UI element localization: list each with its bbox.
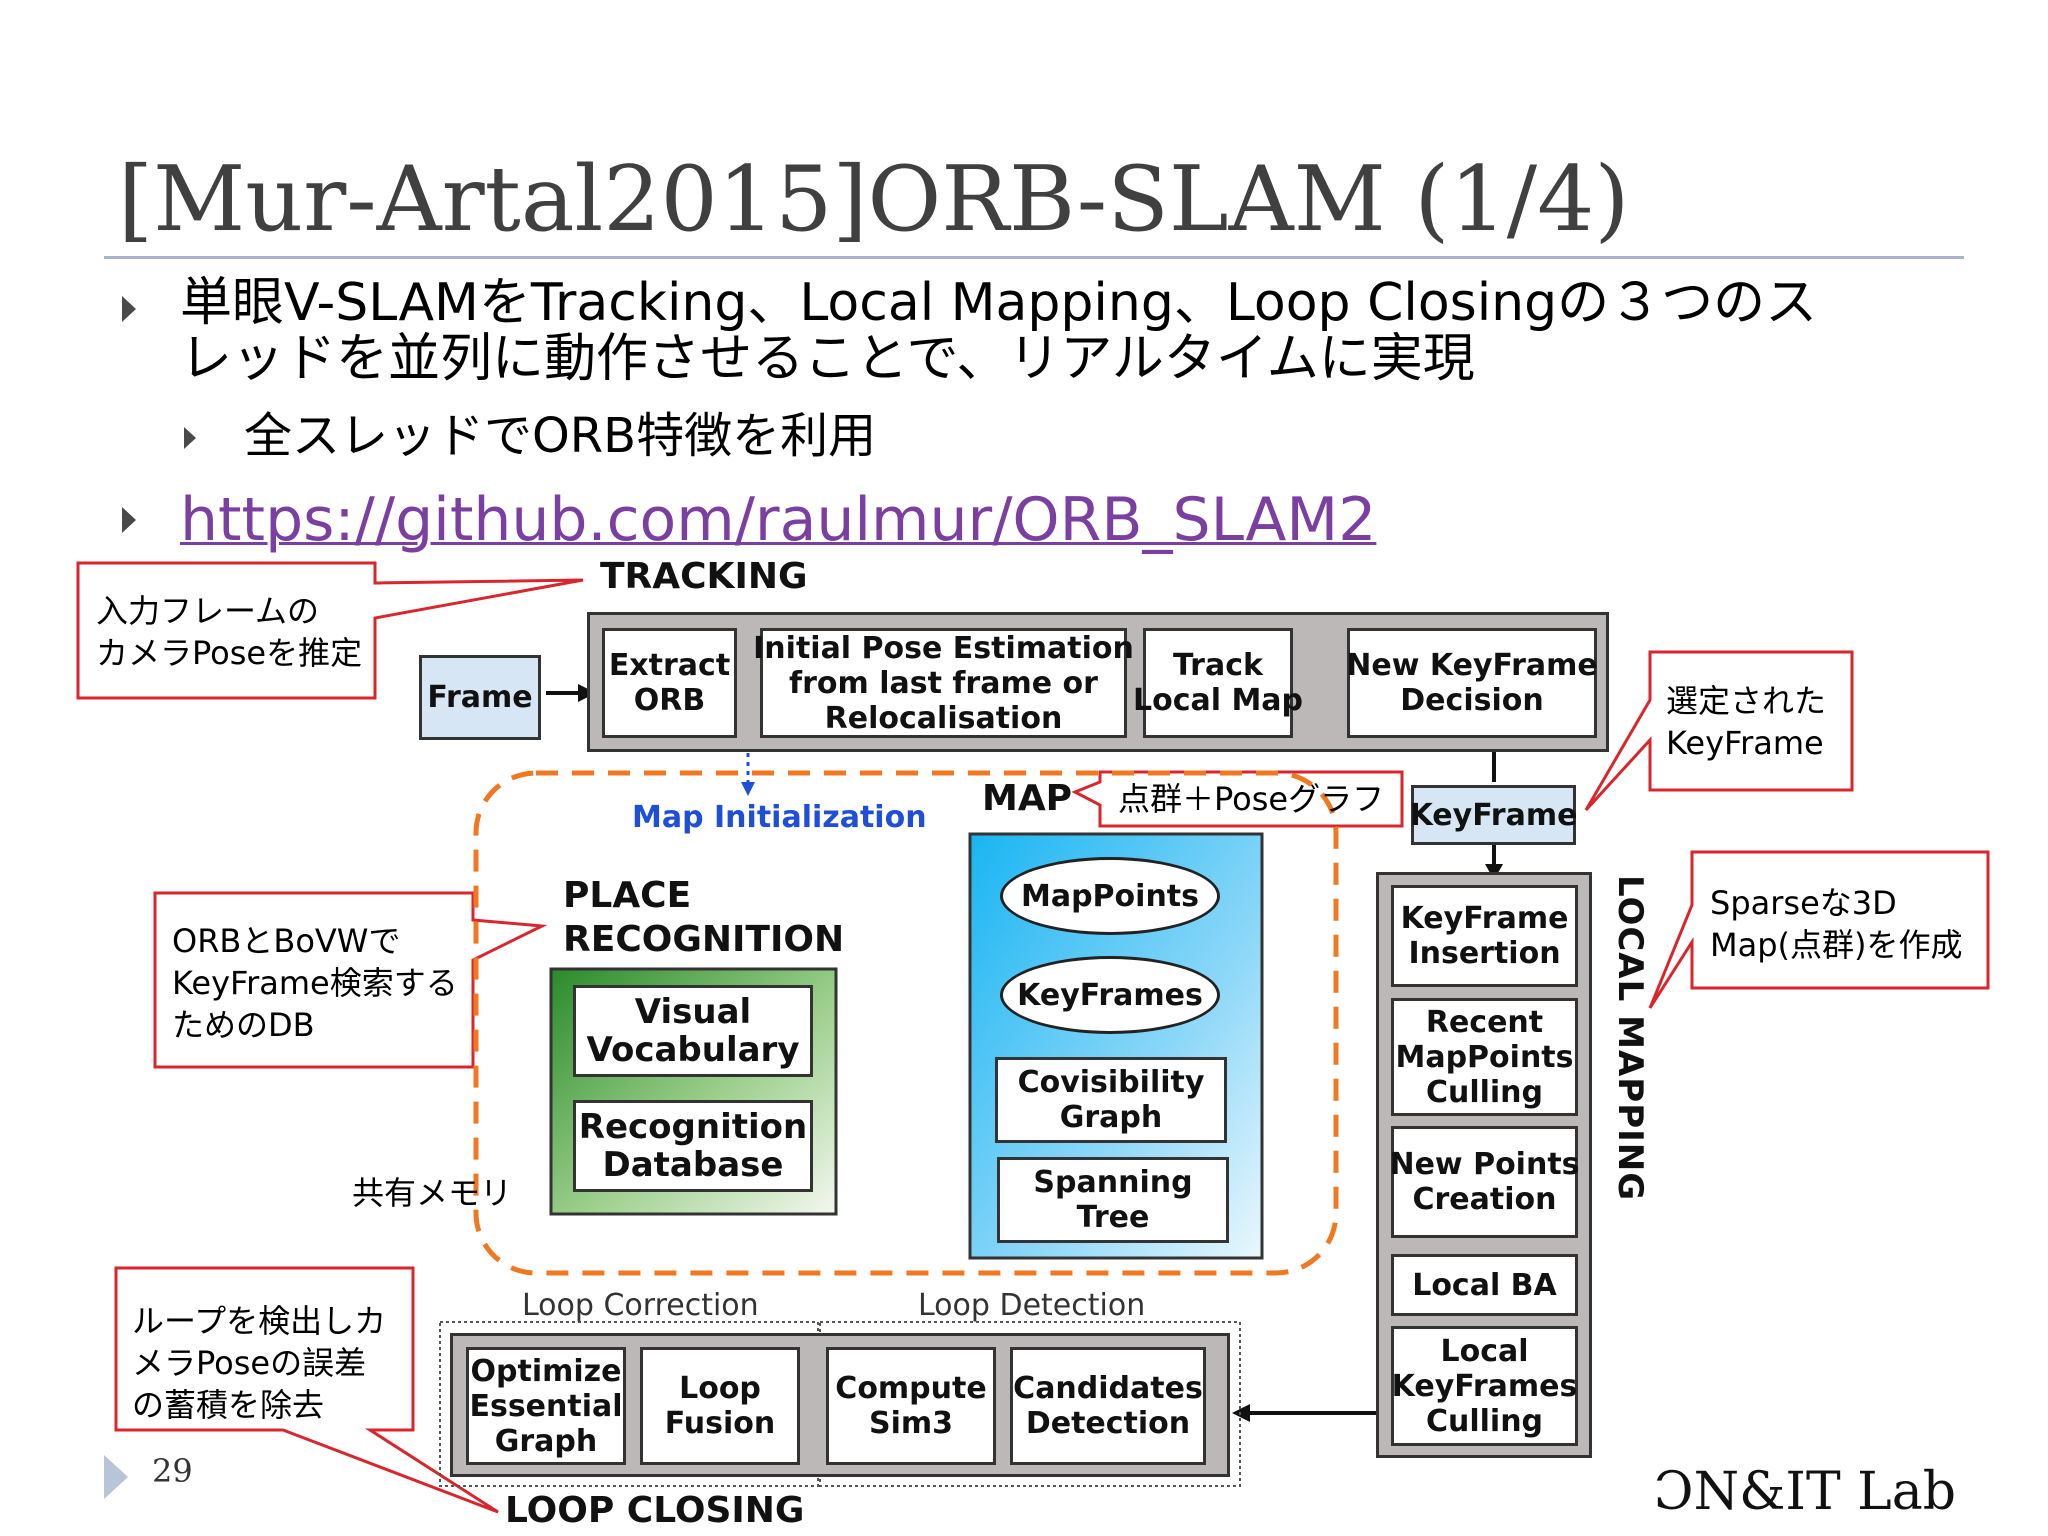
bullet-sub: 全スレッドでORB特徴を利用 bbox=[244, 408, 877, 464]
bullet-arrow-icon bbox=[122, 507, 136, 533]
callout-tracking-frame bbox=[76, 561, 584, 700]
shared-memory-label: 共有メモリ bbox=[352, 1174, 513, 1212]
map-points-ellipse: MapPoints bbox=[1000, 857, 1220, 935]
callout-tracking-text: 入力フレームの カメラPoseを推定 bbox=[96, 590, 362, 674]
track-local-map-box: Track Local Map bbox=[1133, 628, 1303, 738]
callout-loop-line3: の蓄積を除去 bbox=[132, 1386, 325, 1424]
spanning-tree-box: Spanning Tree bbox=[997, 1157, 1229, 1243]
loop-correction-dotted bbox=[439, 1321, 819, 1487]
callout-place-line3: ためのDB bbox=[172, 1006, 315, 1044]
page-number: 29 bbox=[152, 1452, 193, 1490]
place-recognition-title: PLACE RECOGNITION bbox=[563, 875, 845, 960]
bullet-main-line2: レッドを並列に動作させることで、リアルタイムに実現 bbox=[180, 329, 1475, 389]
map-initialization-label: Map Initialization bbox=[632, 800, 927, 835]
extract-orb-box: Extract ORB bbox=[602, 628, 737, 738]
covisibility-box: Covisibility Graph bbox=[995, 1057, 1227, 1143]
callout-local-line1: Sparseな3D bbox=[1710, 884, 1897, 922]
callout-loop-line1: ループを検出しカ bbox=[132, 1302, 387, 1340]
callout-keyframe-line2: KeyFrame bbox=[1666, 724, 1824, 762]
local-ba-box: Local BA bbox=[1391, 1254, 1578, 1316]
callout-place-line2: KeyFrame検索する bbox=[172, 964, 458, 1002]
slide-title: [Mur-Artal2015]ORB-SLAM (1/4) bbox=[118, 147, 1630, 252]
map-init-arrowhead bbox=[741, 782, 755, 796]
optimize-essential-box: Optimize Essential Graph bbox=[466, 1347, 626, 1465]
candidates-detection-box: Candidates Detection bbox=[1010, 1347, 1206, 1465]
keyframe-insertion-box: KeyFrame Insertion bbox=[1391, 885, 1578, 987]
callout-keyframe-line1: 選定された bbox=[1666, 682, 1827, 720]
callout-place-text: ORBとBoVWで KeyFrame検索する ためのDB bbox=[172, 920, 458, 1046]
local-kf-culling-box: Local KeyFrames Culling bbox=[1391, 1326, 1578, 1446]
callout-local-frame bbox=[1648, 850, 1990, 1009]
loop-fusion-box: Loop Fusion bbox=[640, 1347, 800, 1465]
callout-keyframe-text: 選定された KeyFrame bbox=[1666, 680, 1826, 764]
callout-loop-line2: メラPoseの誤差 bbox=[132, 1344, 367, 1382]
keyframes-ellipse: KeyFrames bbox=[1000, 956, 1220, 1034]
callout-keyframe-frame bbox=[1584, 650, 1854, 812]
callout-map-text: 点群＋Poseグラフ bbox=[1118, 780, 1385, 818]
bullet-arrow-icon bbox=[122, 296, 136, 322]
local-mapping-title: LOCAL MAPPING bbox=[1610, 875, 1650, 1202]
title-divider bbox=[104, 256, 1964, 259]
loop-detection-label: Loop Detection bbox=[918, 1288, 1146, 1323]
new-keyframe-box: New KeyFrame Decision bbox=[1346, 628, 1598, 738]
callout-place-line1: ORBとBoVWで bbox=[172, 922, 401, 960]
github-link[interactable]: https://github.com/raulmur/ORB_SLAM2 bbox=[180, 485, 1377, 555]
sub-bullet-arrow-icon bbox=[184, 427, 196, 449]
loop-correction-label: Loop Correction bbox=[522, 1288, 759, 1323]
tracking-title: TRACKING bbox=[600, 556, 808, 597]
shared-memory-region bbox=[473, 770, 1339, 1276]
callout-local-text: Sparseな3D Map(点群)を作成 bbox=[1710, 882, 1963, 966]
callout-local-line2: Map(点群)を作成 bbox=[1710, 926, 1963, 964]
bullet-main: 単眼V-SLAMをTracking、Local Mapping、Loop Clo… bbox=[180, 275, 1900, 387]
callout-place-frame bbox=[153, 891, 548, 1069]
keyframe-box: KeyFrame bbox=[1410, 785, 1577, 845]
visual-vocabulary-box: Visual Vocabulary bbox=[573, 985, 813, 1077]
new-points-box: New Points Creation bbox=[1389, 1126, 1580, 1238]
callout-tracking-line1: 入力フレームの bbox=[96, 592, 320, 630]
bullet-main-line1: 単眼V-SLAMをTracking、Local Mapping、Loop Clo… bbox=[180, 273, 1818, 333]
compute-sim3-box: Compute Sim3 bbox=[826, 1347, 996, 1465]
loop-closing-title: LOOP CLOSING bbox=[505, 1490, 805, 1531]
callout-map-frame bbox=[1071, 770, 1404, 828]
recent-culling-box: Recent MapPoints Culling bbox=[1391, 998, 1578, 1116]
initial-pose-box: Initial Pose Estimation from last frame … bbox=[753, 628, 1134, 738]
frame-box: Frame bbox=[419, 655, 541, 740]
footer-logo: ƆN&IT Lab bbox=[1653, 1462, 1956, 1522]
callout-loop-frame bbox=[114, 1266, 499, 1514]
recognition-database-box: Recognition Database bbox=[573, 1100, 813, 1192]
callout-tracking-line2: カメラPoseを推定 bbox=[96, 634, 363, 672]
callout-loop-text: ループを検出しカ メラPoseの誤差 の蓄積を除去 bbox=[132, 1300, 386, 1426]
footer-arrow-icon bbox=[104, 1455, 128, 1499]
map-title: MAP bbox=[982, 778, 1073, 819]
